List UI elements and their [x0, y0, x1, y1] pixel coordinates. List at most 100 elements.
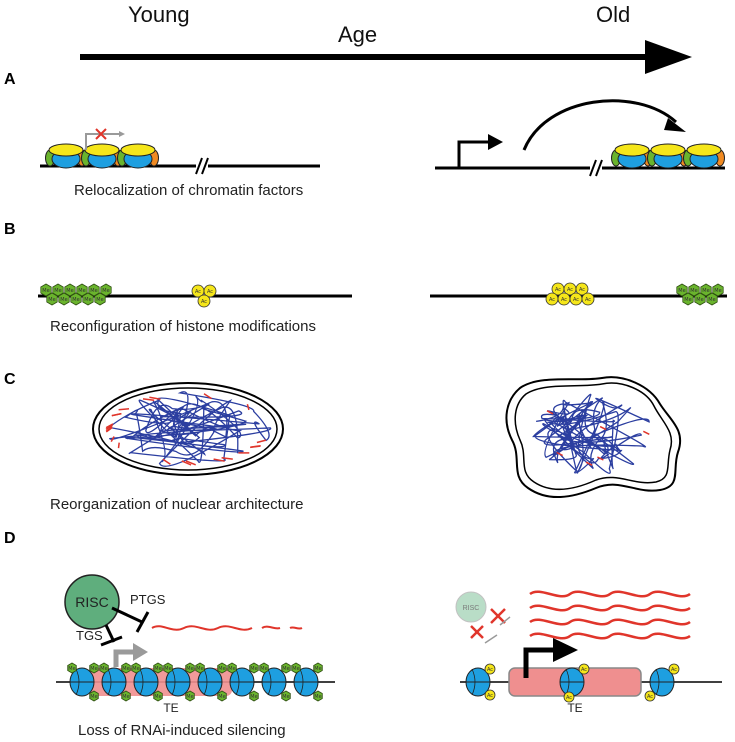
acetyl-mark: Ac: [668, 663, 680, 675]
methyl-mark: Me: [682, 292, 694, 306]
blocked-x-icon: [95, 128, 107, 140]
svg-text:Me: Me: [696, 297, 703, 303]
acetyl-mark: Ac: [484, 663, 496, 675]
heterochromatin-segment: [142, 398, 155, 402]
transcript-wave: [529, 632, 691, 640]
svg-text:Me: Me: [218, 666, 225, 672]
svg-text:Me: Me: [282, 666, 289, 672]
methyl-mark: Me: [291, 662, 301, 674]
chromatin-fibers-old: [532, 393, 650, 474]
ptgs-label: PTGS: [130, 592, 166, 607]
young-nucleus: [92, 382, 284, 476]
heterochromatin-segment: [105, 427, 113, 433]
panel-d-caption: Loss of RNAi-induced silencing: [78, 722, 286, 739]
svg-text:Ac: Ac: [581, 667, 587, 673]
svg-text:Me: Me: [260, 666, 267, 672]
heterochromatin-segment: [585, 461, 593, 466]
svg-text:Me: Me: [54, 288, 61, 294]
chromatin-factor-cluster-old: [611, 143, 725, 169]
svg-text:Me: Me: [678, 288, 685, 294]
methyl-mark: Me: [163, 662, 173, 674]
svg-text:Me: Me: [708, 297, 715, 303]
faded-risc-complex: RISC: [455, 591, 487, 623]
svg-text:Me: Me: [684, 297, 691, 303]
blocked-ptgs-x-icon: [490, 608, 511, 626]
young-label: Young: [128, 2, 190, 27]
acetyl-mark: Ac: [545, 292, 559, 306]
methyl-mark: Me: [185, 662, 195, 674]
svg-text:Me: Me: [154, 694, 161, 700]
te-label-young: TE: [163, 701, 178, 715]
svg-text:Ac: Ac: [647, 694, 653, 700]
methyl-mark: Me: [185, 690, 195, 702]
methyl-mark: Me: [688, 283, 700, 297]
svg-text:Me: Me: [154, 666, 161, 672]
methyl-mark: Me: [700, 283, 712, 297]
relocation-arrow: [522, 99, 686, 151]
degraded-transcript: [151, 625, 303, 631]
svg-text:Ac: Ac: [487, 667, 493, 673]
heterochromatin-segment: [111, 412, 122, 417]
methyl-mark: Me: [217, 662, 227, 674]
heterochromatin-segment: [556, 451, 564, 457]
svg-text:Me: Me: [250, 666, 257, 672]
acetyl-mark: Ac: [197, 294, 211, 308]
heterochromatin-segment: [256, 439, 267, 444]
svg-text:Ac: Ac: [566, 695, 572, 701]
svg-text:Ac: Ac: [573, 297, 579, 303]
methyl-mark: Me: [131, 662, 141, 674]
methyl-mark: Me: [89, 690, 99, 702]
old-nucleus: [505, 376, 681, 499]
methyl-mark: Me: [227, 662, 237, 674]
panel-b-caption: Reconfiguration of histone modifications: [50, 318, 316, 335]
svg-text:Ac: Ac: [201, 299, 207, 305]
svg-text:Me: Me: [68, 666, 75, 672]
methyl-mark: Me: [712, 283, 724, 297]
svg-text:Me: Me: [314, 666, 321, 672]
silenced-tss-arrow: [113, 643, 148, 667]
svg-text:Me: Me: [122, 666, 129, 672]
panel-a-letter: A: [4, 71, 16, 88]
methyl-mark: Me: [313, 690, 323, 702]
heterochromatin-segment: [599, 425, 607, 431]
methyl-mark: Me: [281, 662, 291, 674]
svg-text:Ac: Ac: [195, 289, 201, 295]
heterochromatin-segment: [162, 458, 171, 465]
methyl-mark: Me: [153, 662, 163, 674]
acetyl-mark: Ac: [563, 691, 575, 703]
chromatin-fiber: [532, 393, 650, 474]
chromatin-fiber: [107, 391, 272, 467]
methyl-mark: Me: [58, 292, 70, 306]
chromatin-factor: [81, 143, 123, 169]
age-label: Age: [338, 22, 377, 47]
methyl-mark: Me: [99, 662, 109, 674]
svg-text:Me: Me: [102, 288, 109, 294]
tgs-label: TGS: [76, 628, 103, 643]
methyl-mark: Me: [249, 662, 259, 674]
heterochromatin-segment: [213, 458, 225, 462]
methyl-mark: Me: [52, 283, 64, 297]
methyl-mark: Me: [76, 283, 88, 297]
svg-text:Ac: Ac: [671, 667, 677, 673]
heterochromatin-segment: [203, 393, 213, 400]
svg-text:Ac: Ac: [555, 287, 561, 293]
methyl-mark: Me: [195, 662, 205, 674]
transcript-wave: [529, 590, 691, 598]
heterochromatin-segment: [185, 460, 196, 466]
svg-text:Ac: Ac: [549, 297, 555, 303]
svg-text:Me: Me: [314, 694, 321, 700]
age-arrow: [80, 40, 692, 74]
acetyl-mark: Ac: [569, 292, 583, 306]
svg-text:Me: Me: [60, 297, 67, 303]
old-label: Old: [596, 2, 630, 27]
